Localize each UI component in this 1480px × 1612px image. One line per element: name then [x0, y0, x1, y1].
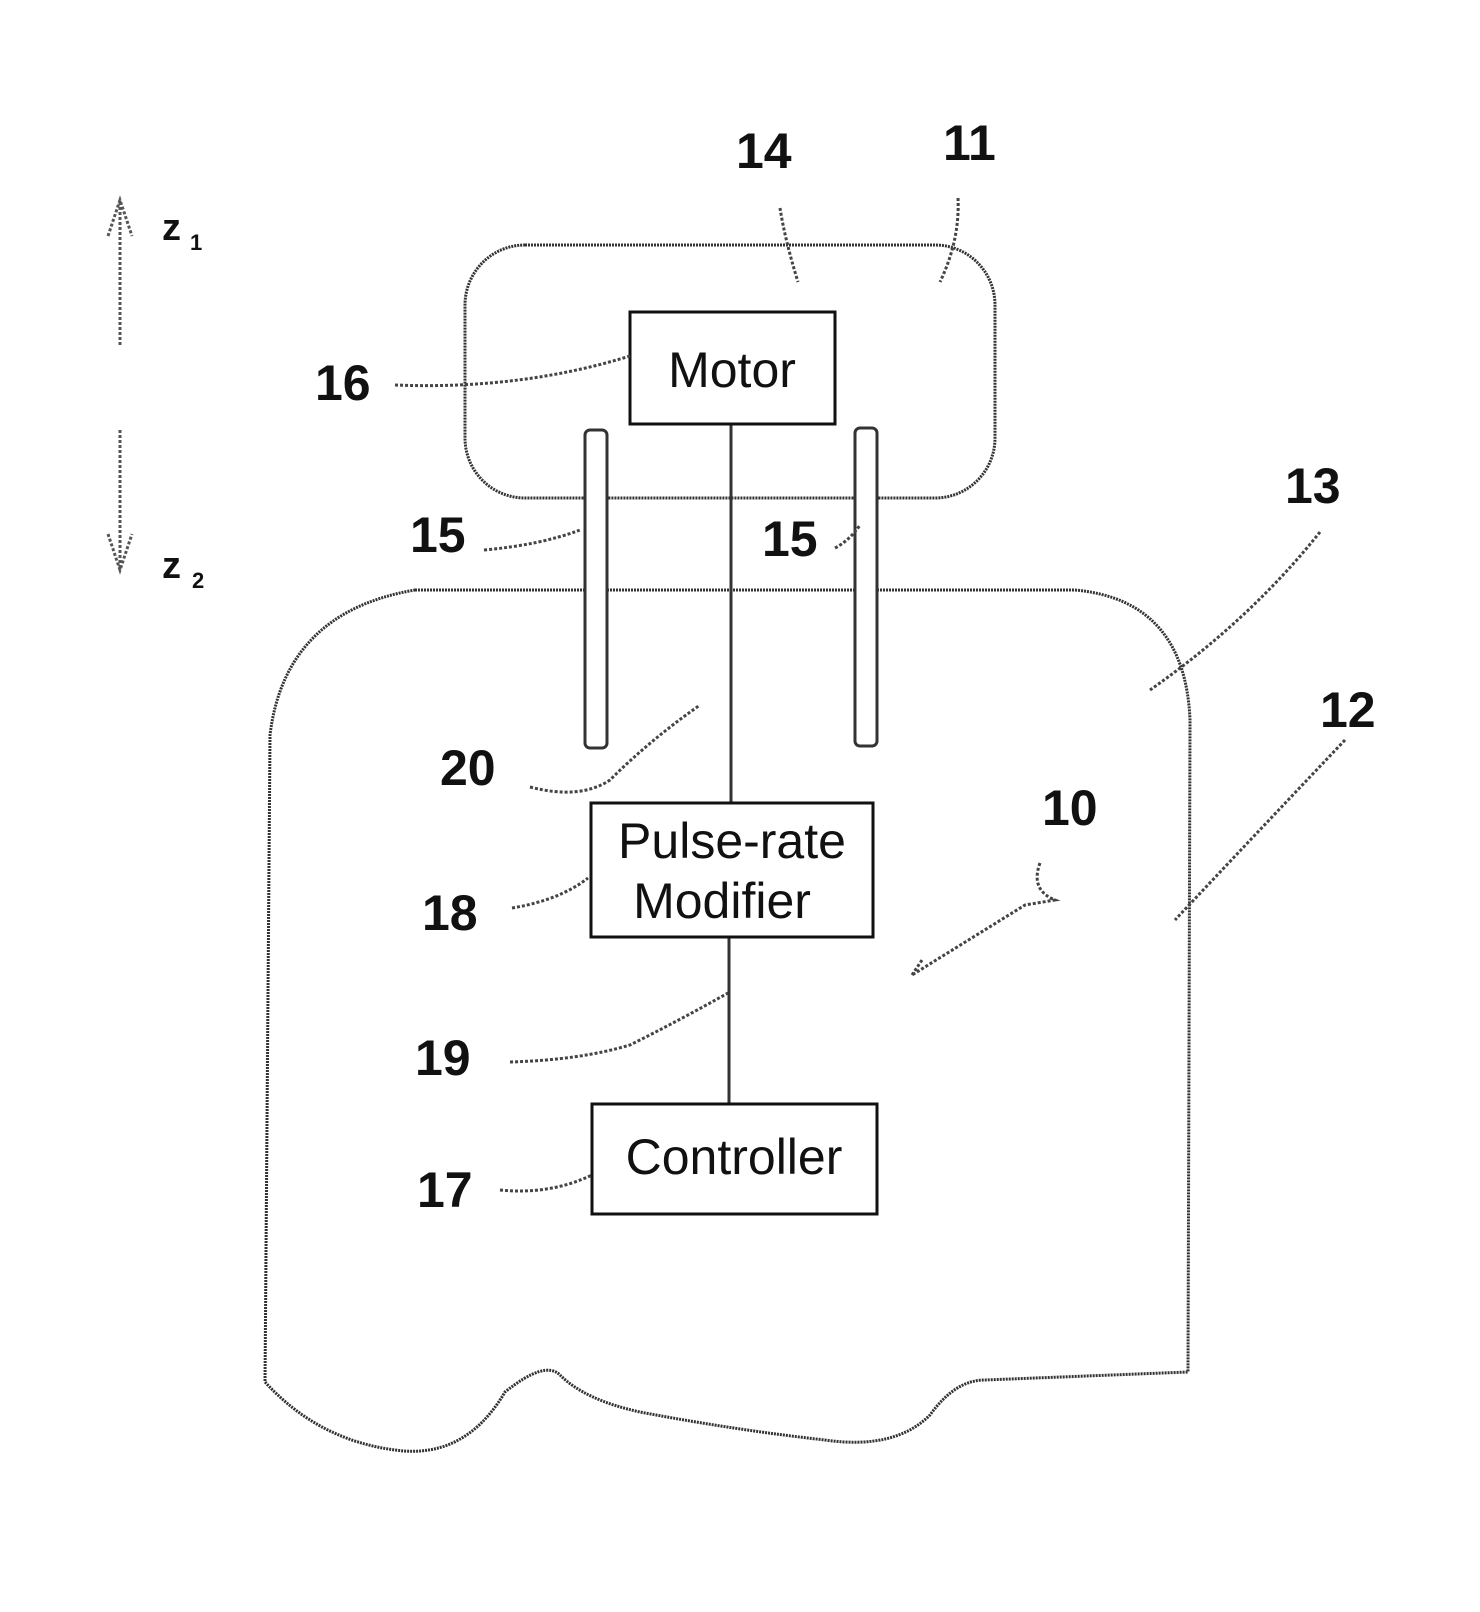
ref-18: 18 [422, 885, 478, 941]
leader-20 [530, 705, 700, 792]
down-arrow-icon [108, 430, 132, 570]
z2-label: z [162, 545, 181, 587]
motor-block: Motor [630, 312, 835, 424]
ref-17: 17 [417, 1162, 473, 1218]
ref-14: 14 [736, 123, 792, 179]
leader-13 [1150, 532, 1320, 690]
pulse-rate-modifier-block: Pulse-rate Modifier [591, 803, 873, 937]
leader-12 [1175, 740, 1345, 920]
ref-13: 13 [1285, 458, 1341, 514]
z1-label: z [162, 207, 181, 249]
leader-15-left [484, 530, 580, 550]
ref-20: 20 [440, 740, 496, 796]
ref-16: 16 [315, 355, 371, 411]
ref-11: 11 [943, 115, 996, 171]
leader-10 [912, 863, 1055, 975]
ref-12: 12 [1320, 682, 1376, 738]
modifier-label-line2: Modifier [633, 873, 811, 929]
z-axis-indicator: z 1 z 2 [108, 200, 204, 593]
ref-19: 19 [415, 1030, 471, 1086]
leader-16 [395, 356, 630, 386]
motor-label: Motor [668, 342, 796, 398]
ref-15-left: 15 [410, 507, 466, 563]
leader-17 [500, 1175, 592, 1191]
post-right [855, 428, 877, 746]
controller-block: Controller [592, 1104, 877, 1214]
ref-15-right: 15 [762, 511, 818, 567]
ref-10: 10 [1042, 780, 1098, 836]
leader-11 [940, 198, 958, 282]
controller-label: Controller [626, 1129, 843, 1185]
leader-19 [510, 993, 728, 1062]
up-arrow-icon [108, 200, 132, 345]
z1-subscript: 1 [190, 230, 202, 255]
leader-18 [512, 878, 588, 908]
post-left [585, 430, 607, 748]
modifier-label-line1: Pulse-rate [618, 813, 846, 869]
z2-subscript: 2 [192, 568, 204, 593]
